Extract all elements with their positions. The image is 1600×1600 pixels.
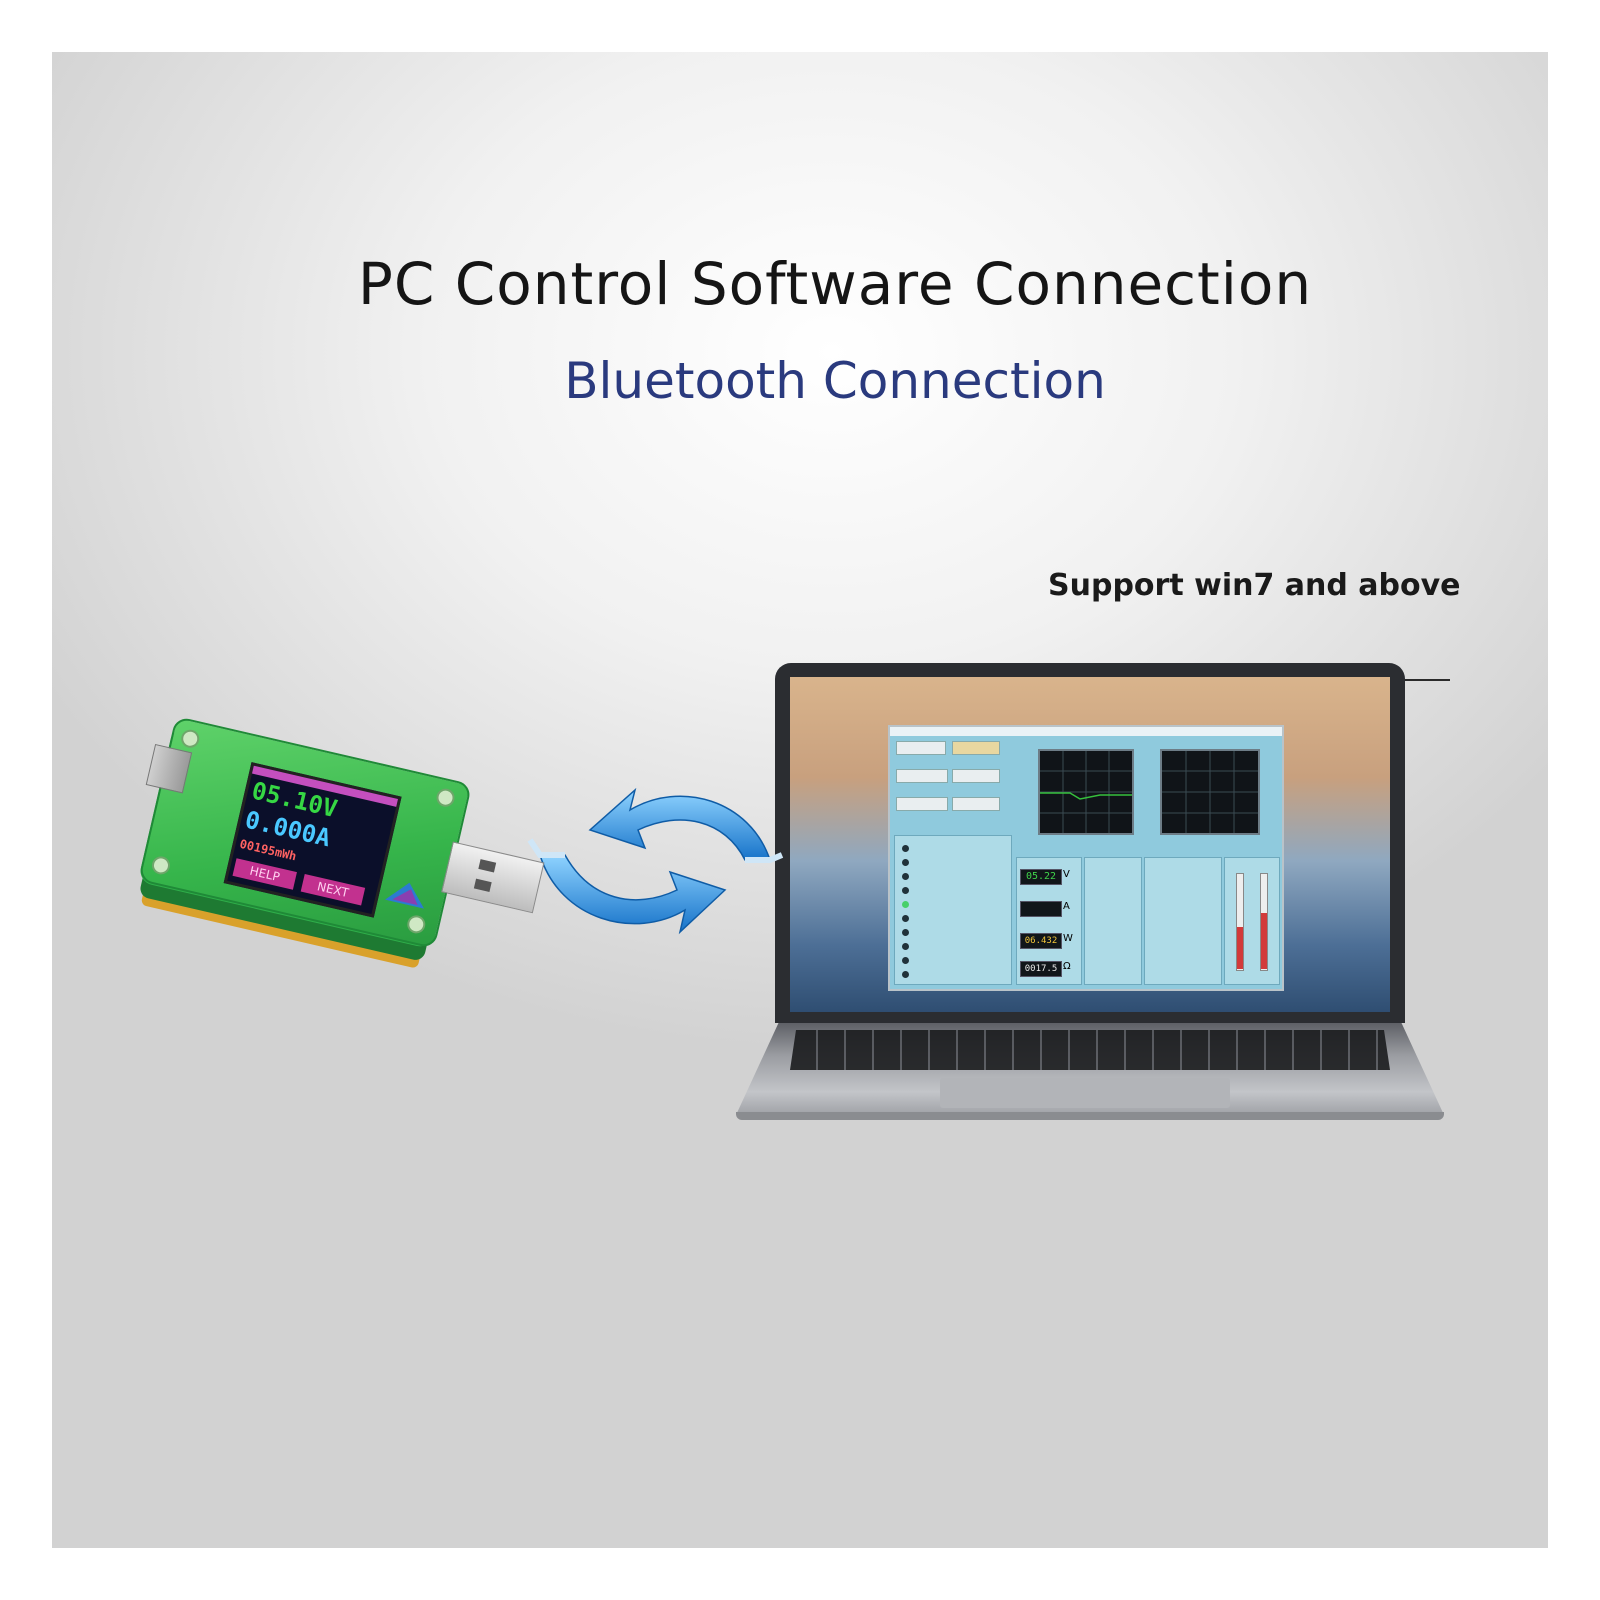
temperature-panel: [1224, 857, 1280, 985]
page-title: PC Control Software Connection: [357, 250, 1313, 318]
group-radio-5[interactable]: [902, 915, 909, 922]
com-port-select[interactable]: [896, 741, 946, 755]
callout-text: Support win7 and above: [1048, 568, 1461, 603]
group-radio-9[interactable]: [902, 971, 909, 978]
software-titlebar: [890, 727, 1282, 736]
group-radio-8[interactable]: [902, 957, 909, 964]
screw-2: [434, 786, 457, 809]
resistance-unit: Ω: [1063, 961, 1071, 972]
control-button-1[interactable]: [896, 769, 948, 783]
laptop-trackpad: [940, 1078, 1230, 1108]
screw-1: [179, 727, 202, 750]
page-subtitle: Bluetooth Connection: [564, 352, 1106, 410]
thermometer-fahrenheit-fill: [1261, 913, 1267, 969]
group-radio-6[interactable]: [902, 929, 909, 936]
current-graph: [1160, 749, 1260, 835]
usb-plug-hole-2: [473, 878, 492, 892]
thermometer-celsius-fill: [1237, 927, 1243, 969]
laptop-base-edge: [736, 1112, 1444, 1120]
thermometer-celsius: [1236, 873, 1244, 971]
control-button-2[interactable]: [952, 769, 1000, 783]
meter-lcd: 05.10V 0.000A 00195mWh HELP NEXT: [223, 762, 402, 918]
meter-logo-icon: [385, 882, 424, 909]
laptop-keyboard: [790, 1030, 1390, 1070]
current-unit: A: [1063, 901, 1070, 912]
current-readout: [1020, 901, 1062, 917]
voltage-unit: V: [1063, 869, 1070, 880]
group-radio-3[interactable]: [902, 887, 909, 894]
usb-meter-icon: 05.10V 0.000A 00195mWh HELP NEXT: [124, 715, 565, 1030]
group-radio-7[interactable]: [902, 943, 909, 950]
voltage-readout: 05.22: [1020, 869, 1062, 885]
sync-arrows-icon: [527, 787, 784, 935]
power-readout: 06.432: [1020, 933, 1062, 949]
lcd-help-button: HELP: [232, 858, 297, 890]
power-unit: W: [1063, 933, 1073, 944]
control-button-4[interactable]: [952, 797, 1000, 811]
current-graph-grid: [1162, 751, 1258, 833]
usb-plug-hole-1: [478, 859, 497, 873]
group-radio-2[interactable]: [902, 873, 909, 880]
resistance-readout: 0017.5: [1020, 961, 1062, 977]
group-radio-1[interactable]: [902, 859, 909, 866]
data-group-panel: [894, 835, 1012, 985]
control-button-3[interactable]: [896, 797, 948, 811]
capacity-panel: [1084, 857, 1142, 985]
screw-3: [150, 854, 172, 877]
group-radio-0[interactable]: [902, 845, 909, 852]
software-window: 05.22 V A 06.432 W 0017.5 Ω: [888, 725, 1284, 991]
usb-input-port: [145, 743, 193, 794]
settings-panel: [1144, 857, 1222, 985]
voltage-graph: [1038, 749, 1134, 835]
connect-button[interactable]: [952, 741, 1000, 755]
group-radio-4[interactable]: [902, 901, 909, 908]
lcd-next-button: NEXT: [300, 873, 366, 906]
usb-a-plug: [441, 841, 545, 914]
meter-pcb-top: 05.10V 0.000A 00195mWh HELP NEXT: [137, 715, 473, 950]
laptop-screen: 05.22 V A 06.432 W 0017.5 Ω: [790, 677, 1390, 1012]
voltage-graph-grid: [1040, 751, 1132, 833]
